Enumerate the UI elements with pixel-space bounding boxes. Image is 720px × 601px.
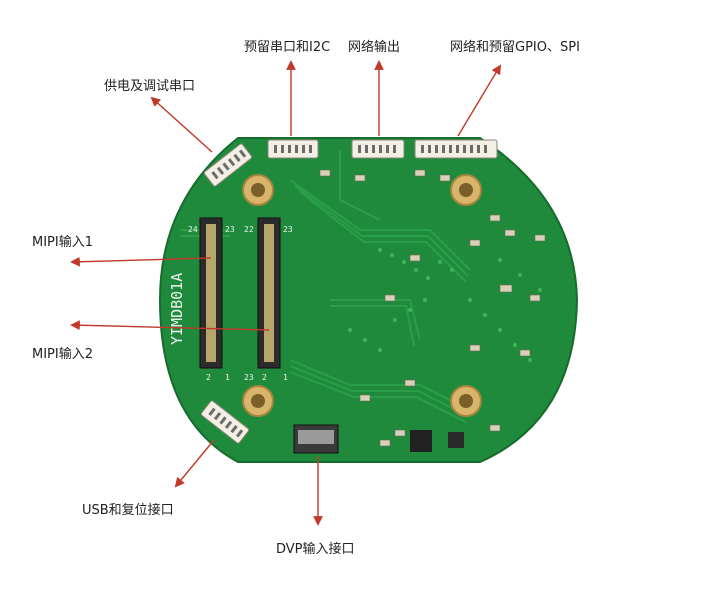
connector-dvp xyxy=(293,424,339,454)
ic-chip-2 xyxy=(448,432,464,448)
label-dvp-input: DVP输入接口 xyxy=(276,542,355,557)
arrow-mipi1 xyxy=(70,256,212,267)
silk-pin-23-b: 23 xyxy=(283,225,293,234)
connector-uart-i2c xyxy=(267,139,319,159)
pcb-vias xyxy=(348,248,542,362)
silk-pin-1-b: 1 xyxy=(283,373,288,382)
label-network-output: 网络输出 xyxy=(348,40,401,55)
mounting-holes xyxy=(242,174,482,417)
label-mipi-input-2: MIPI输入2 xyxy=(32,347,93,362)
silk-pin-23-a: 23 xyxy=(225,225,235,234)
silkscreen-model: YIMDB01A xyxy=(168,273,186,345)
label-mipi-input-1: MIPI输入1 xyxy=(32,235,93,250)
connector-mipi2 xyxy=(257,217,281,369)
label-network-gpio-spi: 网络和预留GPIO、SPI xyxy=(450,40,580,55)
silk-pin-23-c: 23 xyxy=(244,373,254,382)
connector-usb-reset xyxy=(200,400,250,444)
connector-mipi1 xyxy=(199,217,223,369)
label-power-debug-serial: 供电及调试串口 xyxy=(104,79,196,94)
smd-components xyxy=(319,169,546,447)
arrow-mipi2 xyxy=(70,320,270,331)
silk-pin-1-a: 1 xyxy=(225,373,230,382)
silk-pin-22: 22 xyxy=(244,225,254,234)
silk-pin-24: 24 xyxy=(188,225,198,234)
connector-power-debug xyxy=(203,143,253,187)
arrow-network-gpio xyxy=(457,64,502,137)
label-usb-reset: USB和复位接口 xyxy=(82,503,174,518)
silk-pin-2-b: 2 xyxy=(262,373,267,382)
connector-network-out xyxy=(351,139,405,159)
arrow-power-debug xyxy=(150,96,213,153)
label-reserved-uart-i2c: 预留串口和I2C xyxy=(244,40,331,55)
arrow-usb-reset xyxy=(174,439,215,488)
silk-pin-2-a: 2 xyxy=(206,373,211,382)
ic-chip-1 xyxy=(410,430,432,452)
